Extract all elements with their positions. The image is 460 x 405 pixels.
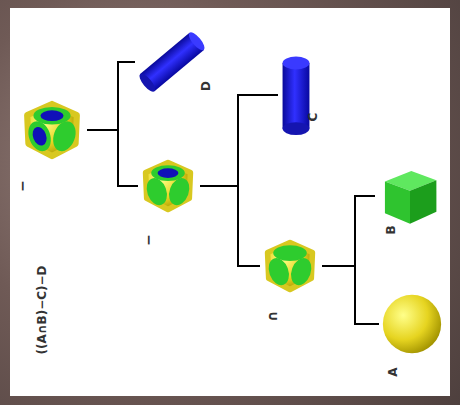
sphere-body <box>383 295 441 353</box>
tree-bracket <box>322 266 379 324</box>
face-disc <box>49 118 79 154</box>
tree-bracket <box>200 186 260 266</box>
operation-label: B <box>385 225 397 234</box>
face-disc <box>24 118 54 154</box>
tree-bracket <box>200 95 278 186</box>
expression-label: ((A∩B)−C)−D <box>36 266 48 355</box>
solid-picture <box>377 163 443 229</box>
face-disc <box>165 175 192 208</box>
solid-picture <box>137 27 207 97</box>
background-panel <box>10 8 450 396</box>
cylinder-top <box>283 57 310 70</box>
solid-node: − <box>140 158 196 214</box>
cylinder-bottom <box>283 122 310 135</box>
solid-illustration <box>383 295 441 353</box>
tree-bracket <box>87 130 138 186</box>
cylinder-top <box>186 30 207 53</box>
solid-illustration <box>283 57 310 135</box>
operation-label: C <box>307 113 319 122</box>
cube-right <box>410 180 436 224</box>
solid-node: D <box>137 27 207 97</box>
face-disc <box>265 255 292 288</box>
solid-picture <box>140 158 196 214</box>
solid-illustration <box>385 171 436 224</box>
face-disc <box>287 255 314 288</box>
solid-illustration <box>265 242 315 289</box>
solid-picture <box>262 238 318 294</box>
operation-label: A <box>387 367 399 376</box>
solid-node: C <box>280 55 312 135</box>
solid-picture <box>280 55 312 135</box>
solid-node: A <box>381 293 443 355</box>
face-disc <box>143 175 170 208</box>
tilt <box>137 30 207 94</box>
cylinder-bottom <box>137 71 158 94</box>
operation-label: ∩ <box>265 310 279 321</box>
hole <box>40 110 63 121</box>
operation-label: − <box>141 234 155 246</box>
tree-bracket <box>87 62 135 130</box>
solid-illustration <box>143 162 193 209</box>
solid-node: B <box>377 163 443 229</box>
operation-label: − <box>15 180 29 192</box>
solid-node: ∩ <box>262 238 318 294</box>
solid-illustration <box>137 30 207 94</box>
cylinder-body <box>283 63 310 129</box>
solid-node: − <box>21 99 83 161</box>
hole <box>30 125 49 148</box>
hole <box>158 168 179 178</box>
operation-label: D <box>200 81 212 91</box>
solid-picture <box>381 293 443 355</box>
solid-picture <box>21 99 83 161</box>
tree-bracket <box>322 196 375 266</box>
solid-illustration <box>24 104 79 156</box>
cube-left <box>385 181 410 223</box>
